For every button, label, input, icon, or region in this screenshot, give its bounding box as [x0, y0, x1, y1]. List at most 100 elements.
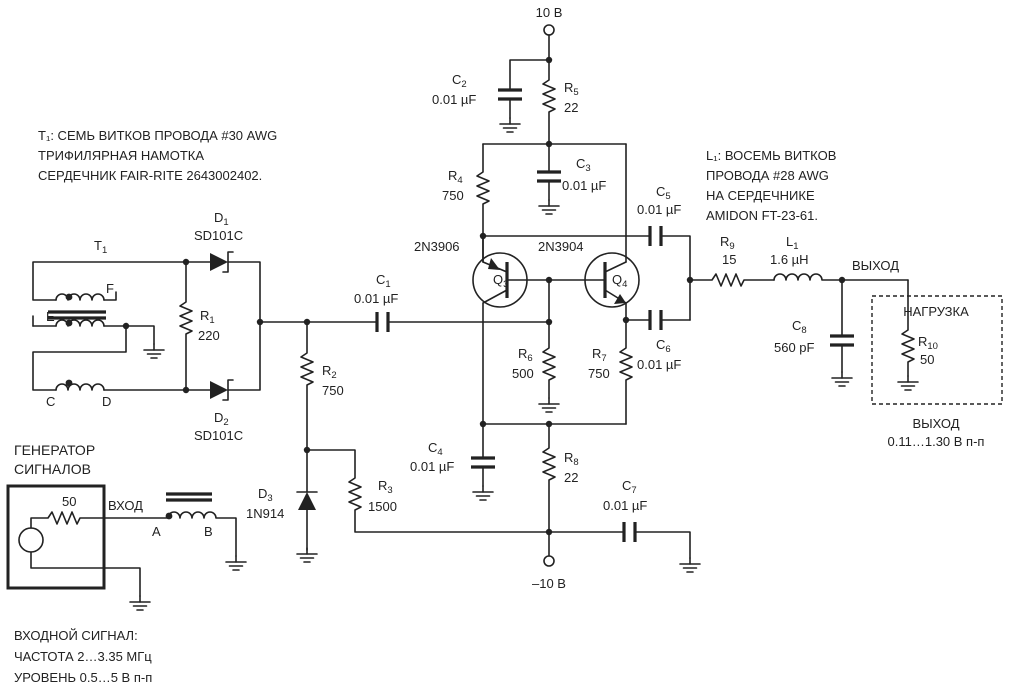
c4-ref: C4: [428, 440, 443, 458]
tap-b: B: [204, 524, 213, 539]
c7-value: 0.01 µF: [603, 498, 647, 513]
note-generator-line2: СИГНАЛОВ: [14, 461, 91, 477]
r3-value: 1500: [368, 499, 397, 514]
r1-value: 220: [198, 328, 220, 343]
tap-f: F: [106, 281, 114, 296]
load-label: НАГРУЗКА: [903, 304, 969, 319]
note-output-line2: 0.11…1.30 В п-п: [888, 434, 985, 449]
c5-value: 0.01 µF: [637, 202, 681, 217]
transformer-t1: [32, 261, 187, 391]
note-input-line1: ВХОДНОЙ СИГНАЛ:: [14, 628, 138, 643]
resistor-r9: [689, 273, 775, 287]
inductor-l1: [773, 273, 909, 281]
capacitor-c8: [830, 279, 854, 387]
input-label: ВХОД: [108, 498, 143, 513]
note-generator-line1: ГЕНЕРАТОР: [14, 442, 95, 458]
c5-ref: C5: [656, 184, 671, 202]
c2-ref: C2: [452, 72, 467, 90]
r4-ref: R4: [448, 168, 463, 186]
capacitor-c1: [375, 312, 550, 332]
c7-ref: C7: [622, 478, 637, 496]
diode-d1: [185, 251, 261, 323]
r2-ref: R2: [322, 363, 337, 381]
r6-ref: R6: [518, 346, 533, 364]
c1-value: 0.01 µF: [354, 291, 398, 306]
c2-value: 0.01 µF: [432, 92, 476, 107]
input-transformer: [165, 492, 247, 571]
note-t1-line2: ТРИФИЛЯРНАЯ НАМОТКА: [38, 148, 204, 163]
diode-d2: [185, 321, 261, 401]
r5-value: 22: [564, 100, 578, 115]
note-l1-line1: L₁: ВОСЕМЬ ВИТКОВ: [706, 148, 836, 163]
note-output-line1: ВЫХОД: [912, 416, 959, 431]
capacitor-c3: [537, 143, 561, 215]
tap-d: D: [102, 394, 111, 409]
capacitor-c7: [548, 522, 701, 573]
resistor-r6: [538, 321, 560, 413]
note-input-line3: УРОВЕНЬ 0.5…5 В п-п: [14, 670, 152, 685]
transistor-q3: [472, 235, 550, 425]
diode-d3: [296, 449, 318, 563]
note-input-line2: ЧАСТОТА 2…3.35 МГц: [14, 649, 152, 664]
vneg-label: –10 В: [532, 576, 566, 591]
r10-value: 50: [920, 352, 934, 367]
transistor-q4: [548, 252, 640, 321]
r5-ref: R5: [564, 80, 579, 98]
vpos-label: 10 В: [536, 5, 563, 20]
gen-r-label: 50: [62, 494, 76, 509]
output-label: ВЫХОД: [852, 258, 899, 273]
note-l1-line4: AMIDON FT-23-61.: [706, 208, 818, 223]
rail-vpos: [498, 24, 556, 145]
d1-ref: D1: [214, 210, 229, 228]
d3-ref: D3: [258, 486, 273, 504]
q3-part: 2N3906: [414, 239, 460, 254]
capacitor-c5: [482, 226, 691, 321]
r6-value: 500: [512, 366, 534, 381]
r2-value: 750: [322, 383, 344, 398]
resistor-r4: [476, 143, 490, 263]
r10-ref: R10: [918, 334, 938, 352]
t1-ref: T1: [94, 238, 107, 256]
resistor-r3: [306, 449, 550, 533]
r7-ref: R7: [592, 346, 607, 364]
q4-part: 2N3904: [538, 239, 584, 254]
resistor-r7: [619, 319, 633, 425]
tap-a: A: [152, 524, 161, 539]
d2-ref: D2: [214, 410, 229, 428]
note-t1-line1: T₁: СЕМЬ ВИТКОВ ПРОВОДА #30 AWG: [38, 128, 277, 143]
r8-value: 22: [564, 470, 578, 485]
note-t1-line3: СЕРДЕЧНИК FAIR-RITE 2643002402.: [38, 168, 262, 183]
l1-value: 1.6 µH: [770, 252, 809, 267]
signal-generator: [6, 484, 169, 611]
c3-ref: C3: [576, 156, 591, 174]
d1-part: SD101C: [194, 228, 243, 243]
c3-value: 0.01 µF: [562, 178, 606, 193]
tap-e: E: [46, 309, 55, 324]
c6-ref: C6: [656, 337, 671, 355]
r3-ref: R3: [378, 478, 393, 496]
c6-value: 0.01 µF: [637, 357, 681, 372]
r4-value: 750: [442, 188, 464, 203]
capacitor-c6: [625, 310, 691, 330]
q3-ref: Q3: [493, 272, 508, 290]
rail-vneg: [543, 555, 555, 567]
d3-part: 1N914: [246, 506, 284, 521]
resistor-r10: [897, 279, 919, 391]
c4-value: 0.01 µF: [410, 459, 454, 474]
d2-part: SD101C: [194, 428, 243, 443]
c1-ref: C1: [376, 272, 391, 290]
r8-ref: R8: [564, 450, 579, 468]
l1-ref: L1: [786, 234, 799, 252]
r1-ref: R1: [200, 308, 215, 326]
resistor-r1: [179, 258, 193, 394]
resistor-r8: [542, 423, 556, 557]
r7-value: 750: [588, 366, 610, 381]
c8-ref: C8: [792, 318, 807, 336]
q4-ref: Q4: [612, 272, 627, 290]
r9-value: 15: [722, 252, 736, 267]
tap-c: C: [46, 394, 55, 409]
resistor-r2: [300, 321, 314, 451]
c8-value: 560 pF: [774, 340, 815, 355]
capacitor-c4: [471, 423, 495, 501]
